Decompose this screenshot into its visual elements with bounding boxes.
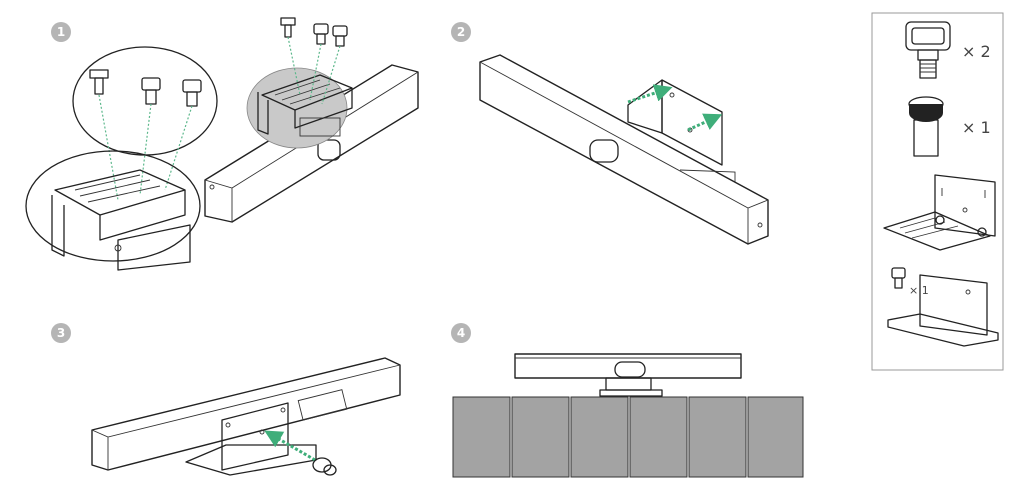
bracket-screw-icon bbox=[891, 267, 906, 289]
monitor-panel bbox=[452, 396, 511, 478]
zoom-circle-bracket bbox=[25, 150, 201, 262]
parts-qty-stand-screw: × 1 bbox=[909, 284, 929, 297]
step-1-badge: 1 bbox=[51, 22, 71, 42]
screw-icon bbox=[280, 17, 296, 38]
mounting-bracket-icon bbox=[883, 174, 996, 251]
monitor-panel bbox=[570, 396, 629, 478]
step-4-badge: 4 bbox=[451, 323, 471, 343]
bracket-screw-icon bbox=[905, 21, 951, 79]
svg-text:4: 4 bbox=[457, 326, 465, 340]
step-2-illustration bbox=[479, 54, 769, 245]
step-4-illustration bbox=[452, 353, 804, 478]
monitor-panel bbox=[629, 396, 688, 478]
bracket-screw-icon bbox=[332, 25, 348, 47]
step-3-badge: 3 bbox=[51, 323, 71, 343]
thumb-screw-icon bbox=[312, 457, 337, 476]
highlight-circle bbox=[246, 67, 348, 149]
bracket-screw-icon bbox=[182, 79, 202, 107]
svg-text:2: 2 bbox=[457, 25, 465, 39]
table-stand-icon bbox=[887, 274, 999, 347]
svg-text:1: 1 bbox=[57, 25, 65, 39]
step-3-illustration bbox=[91, 357, 401, 476]
parts-list-box bbox=[871, 12, 1004, 371]
bracket-screw-icon bbox=[313, 23, 329, 45]
monitor-panel bbox=[511, 396, 570, 478]
thumb-screw-icon bbox=[908, 96, 944, 157]
bracket-screw-icon bbox=[141, 77, 161, 105]
step-1-illustration bbox=[25, 17, 419, 271]
monitor-panel bbox=[688, 396, 747, 478]
step-2-badge: 2 bbox=[451, 22, 471, 42]
monitor-panel bbox=[747, 396, 804, 478]
svg-text:3: 3 bbox=[57, 326, 65, 340]
parts-qty-bracket-screw: × 2 bbox=[962, 42, 991, 61]
zoom-circle-screws bbox=[72, 46, 218, 156]
parts-qty-thumb-screw: × 1 bbox=[962, 118, 991, 137]
screw-icon bbox=[89, 69, 109, 95]
